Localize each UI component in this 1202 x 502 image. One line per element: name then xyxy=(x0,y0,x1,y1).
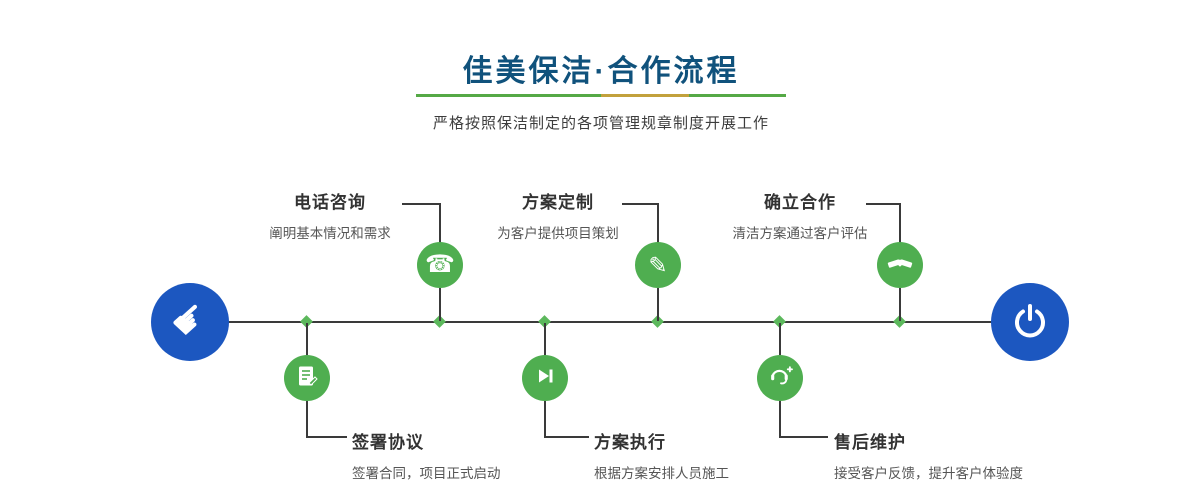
page-title: 佳美保洁·合作流程 xyxy=(462,55,740,88)
step-node-contract xyxy=(284,355,330,401)
connector-line xyxy=(779,401,781,438)
step-label: 方案执行 xyxy=(594,433,666,452)
step-desc: 接受客户反馈，提升客户体验度 xyxy=(834,466,1023,481)
page-subtitle: 严格按照保洁制定的各项管理规章制度开展工作 xyxy=(432,115,769,132)
step-desc: 根据方案安排人员施工 xyxy=(594,466,729,481)
step-node-execute xyxy=(522,355,568,401)
connector-line xyxy=(544,323,546,355)
connector-line xyxy=(306,323,308,355)
start-endpoint: ☛ xyxy=(151,283,229,361)
execute-icon xyxy=(533,364,557,393)
connector-line xyxy=(866,203,900,205)
step-desc: 清洁方案通过客户评估 xyxy=(732,226,868,241)
step-establish-cooperation: 确立合作 清洁方案通过客户评估 xyxy=(710,188,890,242)
step-node-handshake xyxy=(877,242,923,288)
step-aftersales-maintenance: 售后维护 接受客户反馈，提升客户体验度 xyxy=(834,428,1023,482)
connector-line xyxy=(779,323,781,355)
step-desc: 阐明基本情况和需求 xyxy=(269,226,391,241)
connector-line xyxy=(544,401,546,438)
step-desc: 为客户提供项目策划 xyxy=(497,226,619,241)
aftersales-icon xyxy=(768,363,793,393)
step-label: 确立合作 xyxy=(764,193,836,212)
title-underline xyxy=(416,94,786,97)
connector-line xyxy=(545,436,589,438)
step-label: 售后维护 xyxy=(834,433,906,452)
step-node-aftersales xyxy=(757,355,803,401)
step-plan-customization: 方案定制 为客户提供项目策划 xyxy=(468,188,648,242)
connector-line xyxy=(622,203,658,205)
handshake-icon xyxy=(887,250,913,281)
design-icon: ✎ xyxy=(648,251,668,278)
step-sign-agreement: 签署协议 签署合同，项目正式启动 xyxy=(352,428,501,482)
step-label: 签署协议 xyxy=(352,433,424,452)
connector-line xyxy=(402,203,440,205)
step-phone-consultation: 电话咨询 阐明基本情况和需求 xyxy=(240,188,420,242)
connector-line xyxy=(657,203,659,243)
connector-line xyxy=(306,401,308,438)
step-desc: 签署合同，项目正式启动 xyxy=(352,466,501,481)
step-node-design: ✎ xyxy=(635,242,681,288)
connector-line xyxy=(439,288,441,321)
step-label: 方案定制 xyxy=(522,193,594,212)
contract-icon xyxy=(295,364,319,393)
phone-icon: ☎ xyxy=(425,251,455,278)
connector-line xyxy=(899,203,901,243)
power-icon xyxy=(1011,301,1049,344)
connector-line xyxy=(307,436,347,438)
hand-pointer-icon: ☛ xyxy=(161,291,219,349)
step-node-phone: ☎ xyxy=(417,242,463,288)
timeline-line xyxy=(190,321,1030,323)
connector-line xyxy=(439,203,441,243)
underline-segment-green-right xyxy=(689,94,786,97)
connector-line xyxy=(657,288,659,321)
step-plan-execution: 方案执行 根据方案安排人员施工 xyxy=(594,428,729,482)
connector-line xyxy=(899,288,901,321)
step-label: 电话咨询 xyxy=(294,193,366,212)
underline-segment-green-left xyxy=(416,94,601,97)
connector-line xyxy=(780,436,828,438)
end-endpoint xyxy=(991,283,1069,361)
underline-segment-gold xyxy=(601,94,689,97)
